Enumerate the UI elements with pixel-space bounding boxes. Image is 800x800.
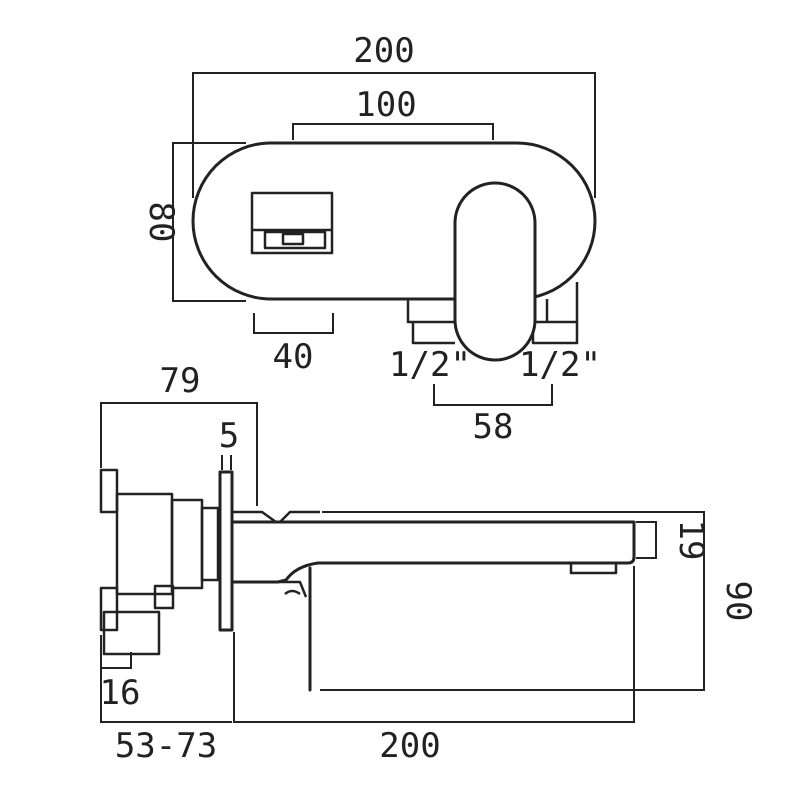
dim-label-wall-range: 53-73 xyxy=(115,726,217,766)
spout xyxy=(230,520,636,584)
dim-label-top-width: 200 xyxy=(353,31,414,71)
dim-side-200: 200 xyxy=(233,566,635,766)
dim-top-200: 200 xyxy=(192,31,596,198)
right-inlet-fitting xyxy=(531,282,579,345)
side-view: 79 5 19 90 16 53-73 200 xyxy=(100,361,758,766)
dim-label-total-height: 90 xyxy=(718,581,758,622)
dim-label-spout-length: 200 xyxy=(379,726,440,766)
dim-label-inlet-left: 1/2" xyxy=(389,345,471,385)
spout-cover xyxy=(232,510,320,524)
cartridge-box xyxy=(250,191,334,255)
dim-label-side-depth: 79 xyxy=(160,361,201,401)
valve-body xyxy=(99,468,220,656)
dim-side-79: 79 xyxy=(100,361,258,506)
top-body-oval xyxy=(191,141,597,301)
dim-top-100: 100 xyxy=(292,85,494,140)
left-inlet-fitting xyxy=(406,299,455,345)
dim-top-58: 58 xyxy=(433,384,553,447)
lever-handle xyxy=(453,181,537,362)
wall-plate xyxy=(218,470,234,632)
dim-label-top-inner-width: 100 xyxy=(355,85,416,125)
dim-side-16: 16 xyxy=(100,635,141,713)
dim-label-plate-thickness: 5 xyxy=(219,416,239,456)
dim-side-19: 19 xyxy=(636,520,711,560)
dim-label-handle-width: 40 xyxy=(273,337,314,377)
dim-top-80: 80 xyxy=(141,142,246,302)
dim-label-top-height: 80 xyxy=(141,202,181,243)
dim-label-inlet-spacing: 58 xyxy=(473,407,514,447)
dim-side-5: 5 xyxy=(219,416,239,470)
dim-side-53-73: 53-73 xyxy=(100,668,232,766)
dim-top-40: 40 xyxy=(253,313,334,377)
dim-label-inlet-right: 1/2" xyxy=(519,345,601,385)
dim-label-valve-offset: 16 xyxy=(100,673,141,713)
spout-underside xyxy=(236,580,308,598)
top-view: 200 100 80 40 1/2" 1/2" 58 xyxy=(141,31,601,447)
dim-side-90: 90 xyxy=(320,511,758,691)
spout-aerator xyxy=(569,561,618,575)
